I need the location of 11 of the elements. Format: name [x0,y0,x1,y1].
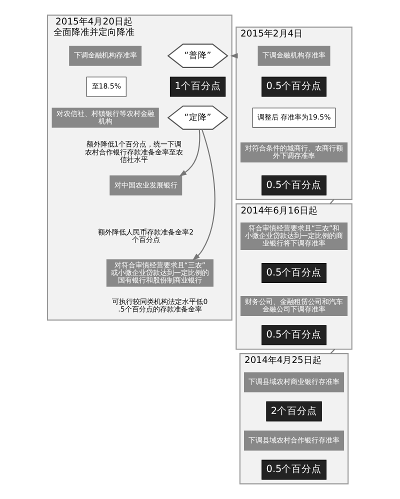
node-box: 0.5个百分点 [261,325,326,346]
node-box: 1个百分点 [169,76,226,97]
node-box: 0.5个百分点 [261,175,326,196]
arrow [178,129,200,176]
node-box: 0.5个百分点 [261,460,326,480]
arrow [192,129,215,261]
connector [330,348,335,354]
connector [329,199,334,204]
node-box: 0.5个百分点 [261,263,326,283]
node-box: 2个百分点 [266,401,322,422]
node-box: 0.5个百分点 [261,76,326,97]
